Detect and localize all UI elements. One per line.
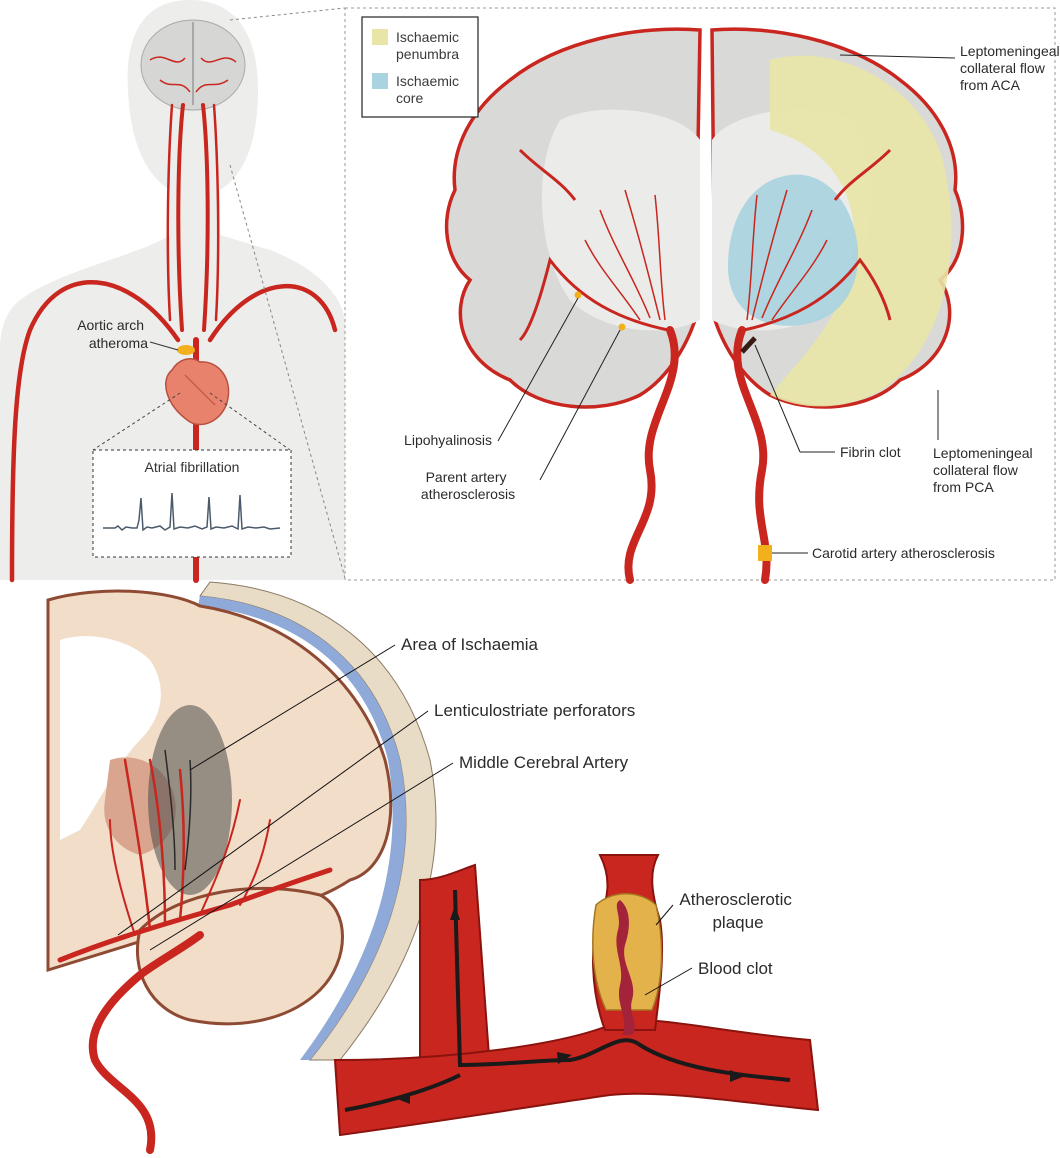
body-panel: Aortic arch atheroma Atrial fibrillation bbox=[0, 0, 345, 580]
coronal-brain-panel: Ischaemic penumbra Ischaemic core Leptom… bbox=[345, 8, 1060, 580]
parent-artery-label: Parent artery atherosclerosis bbox=[421, 469, 515, 502]
lenticulostriate-label: Lenticulostriate perforators bbox=[434, 701, 635, 720]
carotid-label: Carotid artery atherosclerosis bbox=[812, 545, 995, 561]
parent-artery-marker bbox=[619, 324, 626, 331]
legend: Ischaemic penumbra Ischaemic core bbox=[362, 17, 478, 117]
lipohyalinosis-marker bbox=[575, 292, 582, 299]
legend-core-swatch bbox=[372, 73, 388, 89]
ecg-title: Atrial fibrillation bbox=[145, 459, 240, 475]
lower-panel: Area of Ischaemia Lenticulostriate perfo… bbox=[48, 582, 818, 1150]
mca-label: Middle Cerebral Artery bbox=[459, 753, 629, 772]
carotid-plaque bbox=[758, 545, 772, 561]
legend-penumbra-label: Ischaemic penumbra bbox=[396, 29, 463, 62]
plaque-label: Atherosclerotic plaque bbox=[679, 890, 796, 932]
fibrin-clot-label: Fibrin clot bbox=[840, 444, 901, 460]
mini-brain-icon bbox=[141, 20, 245, 110]
blood-clot-label: Blood clot bbox=[698, 959, 773, 978]
aortic-arch-plaque bbox=[177, 345, 195, 355]
ecg-box: Atrial fibrillation bbox=[93, 450, 291, 557]
ischaemia-label: Area of Ischaemia bbox=[401, 635, 539, 654]
lipohyalinosis-label: Lipohyalinosis bbox=[404, 432, 492, 448]
legend-penumbra-swatch bbox=[372, 29, 388, 45]
